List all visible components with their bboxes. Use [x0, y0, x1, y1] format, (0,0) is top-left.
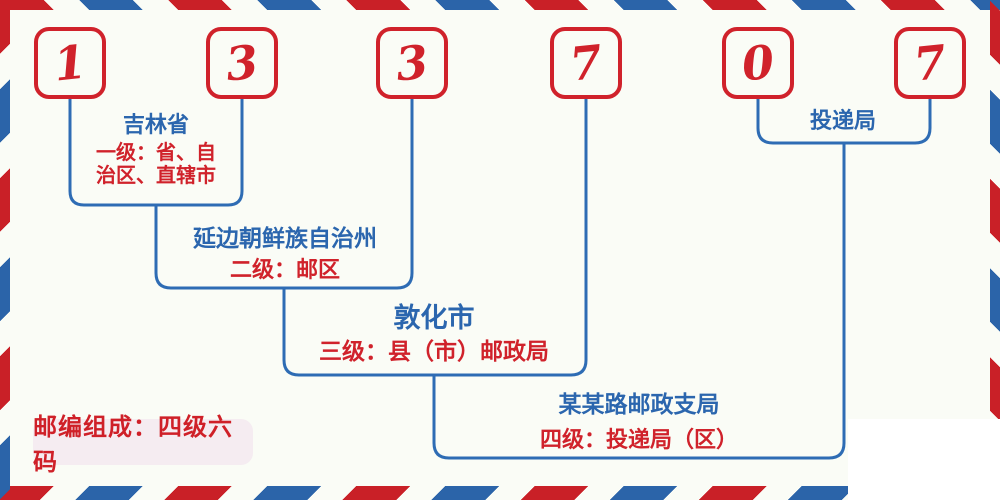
digit-2: 3: [223, 34, 261, 92]
digit-3: 3: [393, 34, 431, 92]
digit-box-4: 7: [550, 27, 622, 99]
digit-5: 0: [739, 34, 777, 92]
label-level3-city: 敦化市 三级：县（市）邮政局: [319, 303, 549, 364]
airmail-border-right: [990, 0, 1000, 500]
airmail-border-top: [0, 0, 1000, 10]
digit-1: 1: [51, 34, 89, 92]
airmail-border-bottom: [0, 486, 1000, 500]
connector-delivery-bracket: [756, 98, 932, 145]
digit-6: 7: [911, 34, 949, 92]
label-delivery-office: 投递局: [810, 108, 876, 133]
level2-name: 延边朝鲜族自治州: [193, 226, 377, 251]
label-level2-prefecture: 延边朝鲜族自治州 二级：邮区: [193, 226, 377, 283]
level4-desc: 四级：投递局（区）: [539, 427, 739, 453]
composition-badge: 邮编组成：四级六码: [33, 415, 253, 476]
digit-box-6: 7: [894, 27, 966, 99]
digit-box-1: 1: [34, 27, 106, 99]
composition-badge-text: 邮编组成：四级六码: [33, 415, 233, 476]
level4-name: 某某路邮政支局: [558, 392, 720, 417]
airmail-border-left: [0, 0, 10, 500]
label-level4-branch: 某某路邮政支局 四级：投递局（区）: [540, 392, 738, 453]
level1-desc-line1: 一级：省、自: [96, 142, 216, 165]
level1-desc-line2: 治区、直辖市: [96, 165, 216, 188]
digit-4: 7: [567, 34, 605, 92]
level3-desc: 三级：县（市）邮政局: [319, 338, 549, 365]
connector-level4-bracket: [432, 143, 846, 460]
level2-desc: 二级：邮区: [229, 257, 340, 283]
level1-name: 吉林省: [122, 112, 189, 137]
digit-box-5: 0: [722, 27, 794, 99]
delivery-office-name: 投递局: [809, 108, 877, 133]
level3-name: 敦化市: [393, 303, 475, 333]
digit-box-2: 3: [206, 27, 278, 99]
bottom-right-white-patch: [848, 419, 1000, 500]
label-level1-province: 吉林省 一级：省、自 治区、直辖市: [96, 112, 216, 188]
digit-box-3: 3: [376, 27, 448, 99]
